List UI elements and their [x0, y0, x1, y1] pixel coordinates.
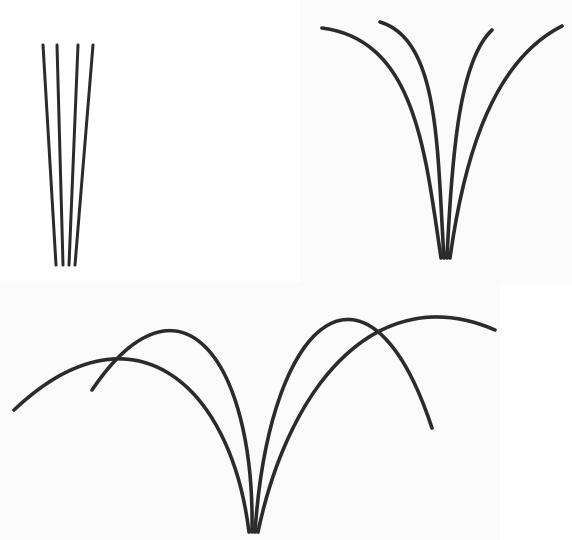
narrow-stem-1 [43, 45, 56, 265]
narrow-stem-2 [57, 45, 63, 265]
narrow-stems-group [43, 45, 93, 265]
